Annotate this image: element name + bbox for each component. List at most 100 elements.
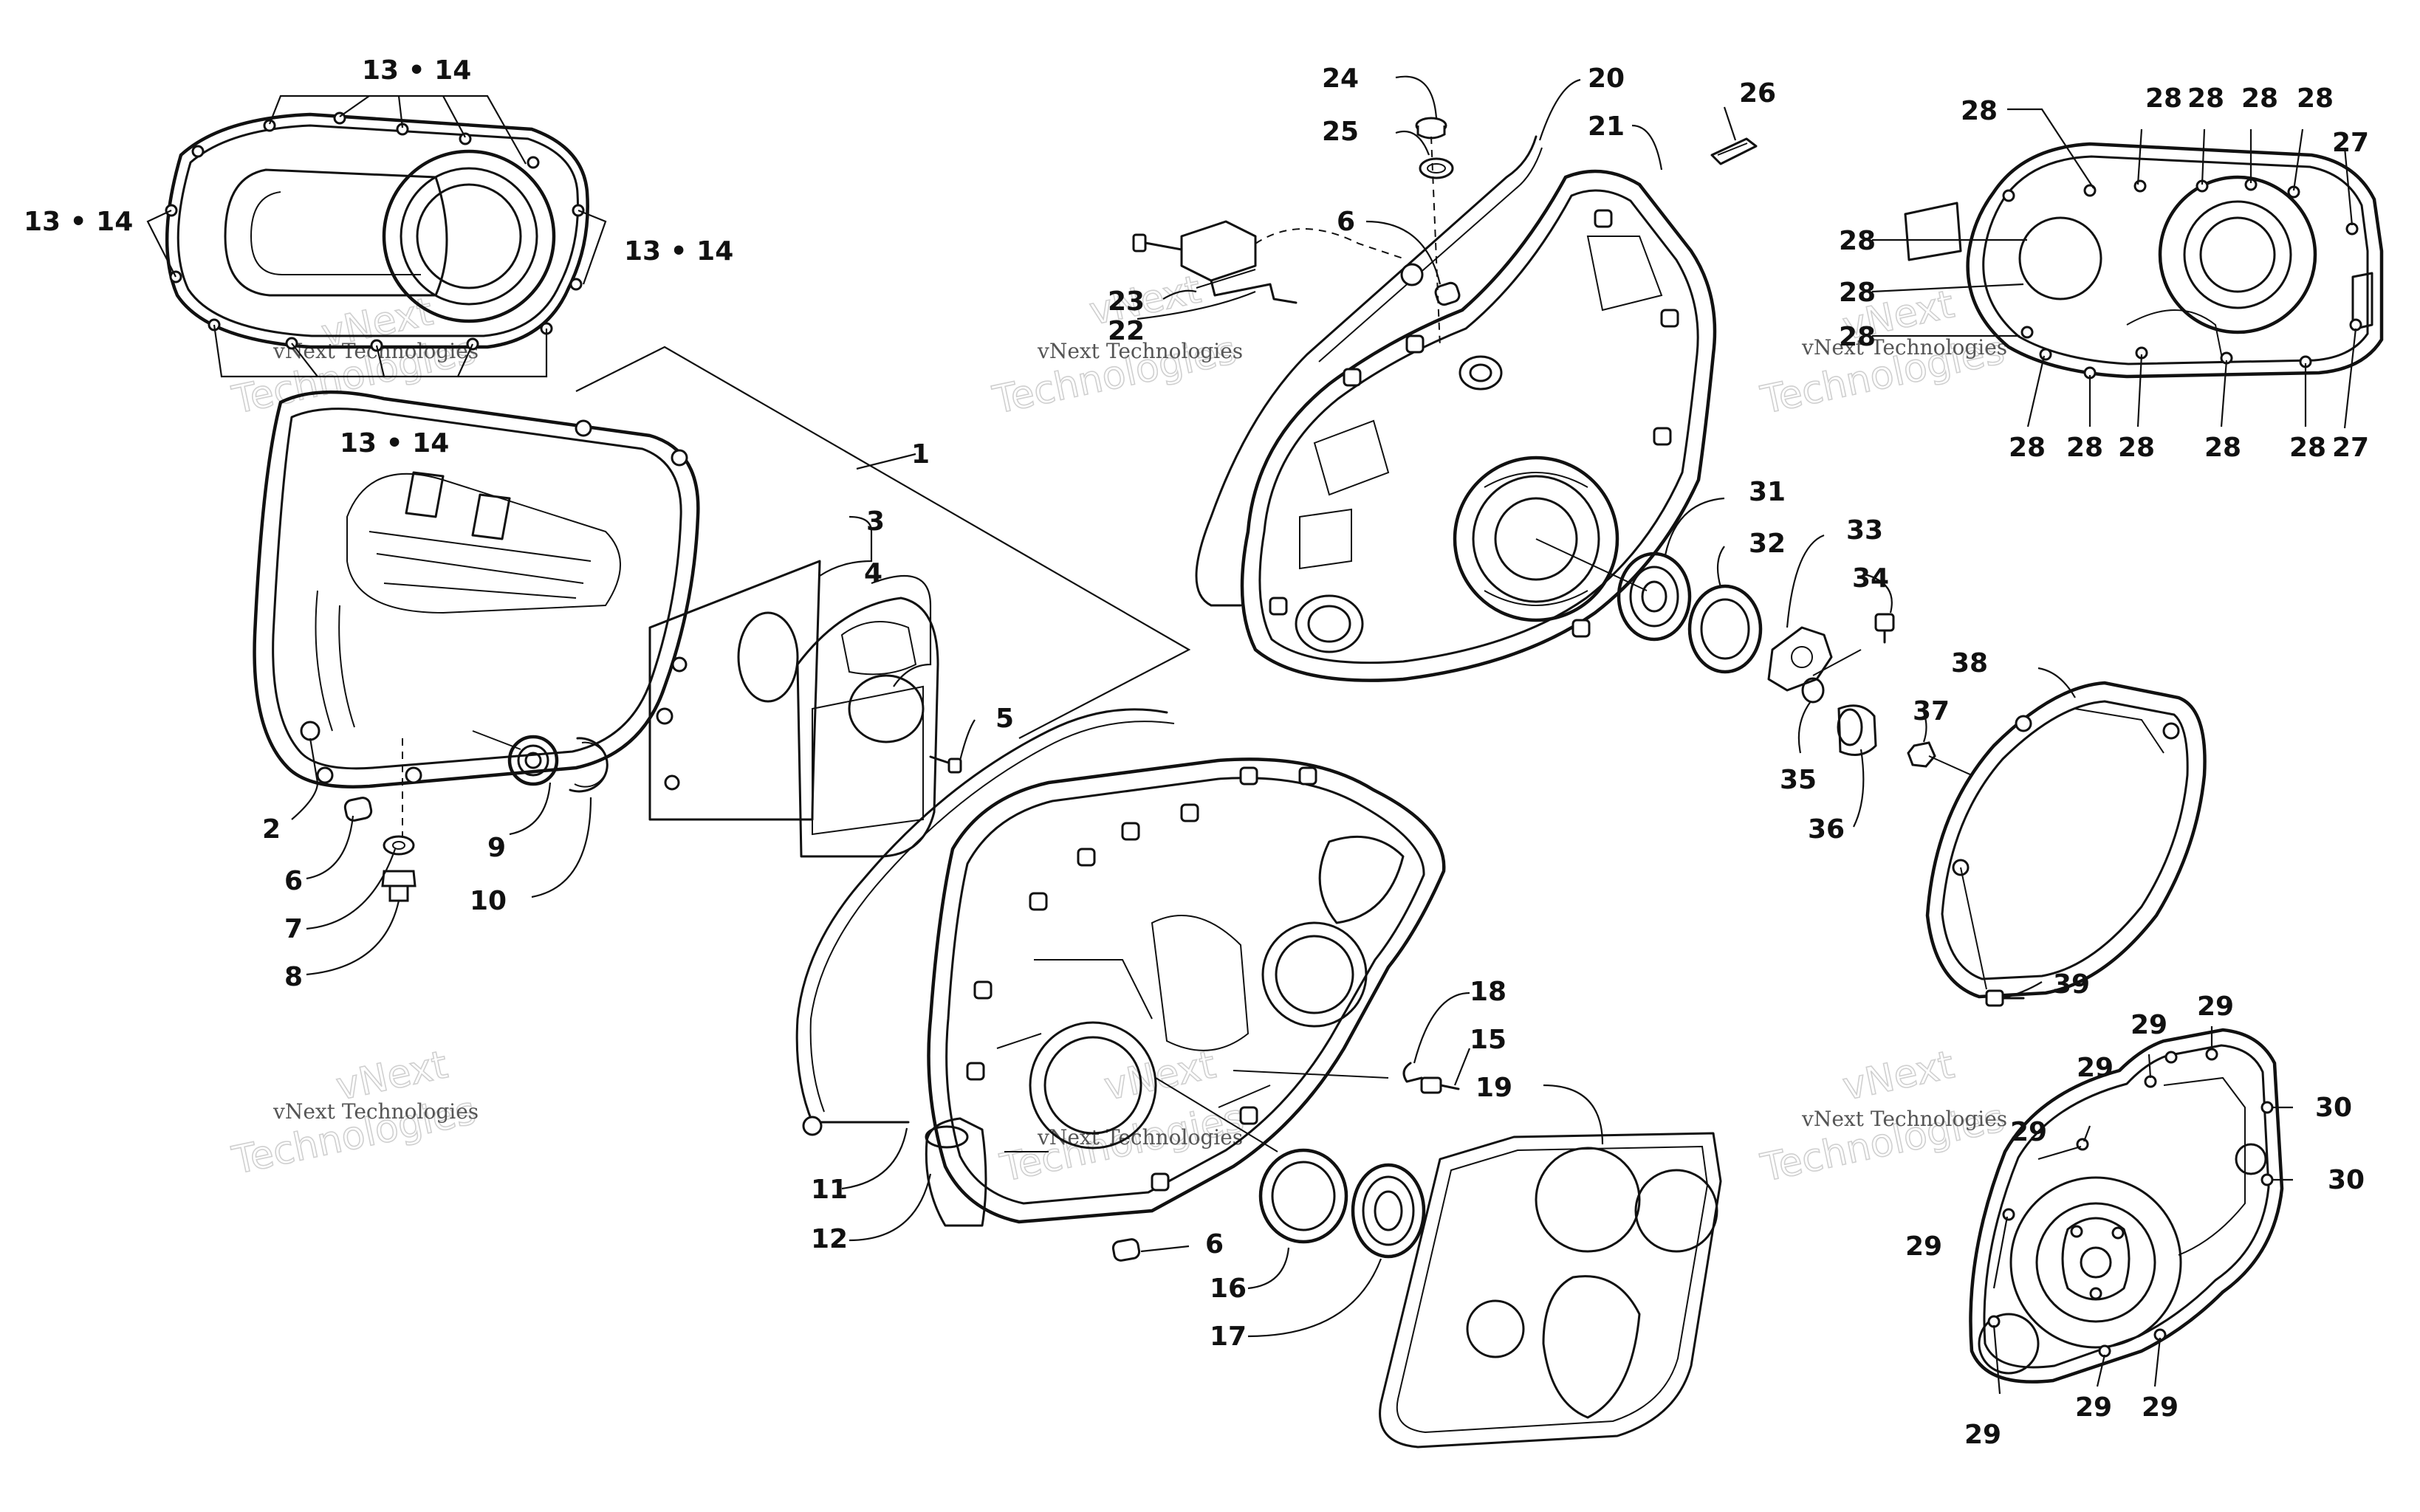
- watermark-top-right: vNext Technologies vNext Technologies: [1756, 282, 2009, 424]
- callout-2: 2: [262, 814, 281, 845]
- callout-34: 34: [1852, 563, 1889, 594]
- callout-1: 1: [911, 439, 930, 470]
- callout-29: 29: [2142, 1392, 2179, 1423]
- callout-18: 18: [1470, 977, 1506, 1007]
- callout-36: 36: [1808, 814, 1845, 845]
- svg-text:vNext Technologies: vNext Technologies: [1037, 1125, 1243, 1150]
- callout-3: 3: [866, 506, 885, 537]
- svg-text:vNext Technologies: vNext Technologies: [1801, 1107, 2007, 1131]
- callout-17: 17: [1210, 1322, 1247, 1352]
- callout-19: 19: [1475, 1073, 1512, 1103]
- callout-25: 25: [1322, 117, 1359, 147]
- watermark-bottom-left: vNext Technologies vNext Technologies: [227, 1042, 480, 1184]
- cover-plate-part-3: [648, 560, 821, 821]
- callout-labels: 13 • 14 13 • 14 13 • 14 13 • 14 1 2 3 4 …: [24, 55, 2369, 1450]
- plug-part-8: [381, 870, 417, 902]
- callout-31: 31: [1749, 477, 1786, 507]
- clutch-cover-exploded: [253, 390, 700, 788]
- gasket-part-20: [1195, 135, 1543, 607]
- callout-28-leaders: [1871, 108, 2357, 429]
- stator-cover-inside: [1969, 1028, 2284, 1384]
- stator-cover-part-38: [1925, 681, 2207, 999]
- callout-12: 12: [811, 1224, 848, 1254]
- callout-29: 29: [2010, 1117, 2047, 1147]
- bearing-part-17: [1351, 1163, 1426, 1259]
- callout-30-bottom: 30: [2328, 1165, 2365, 1195]
- callout-29: 29: [2077, 1053, 2114, 1083]
- clip-part-18: [1402, 1062, 1423, 1083]
- callout-29: 29: [2197, 992, 2234, 1022]
- callout-leaders-right: [1664, 497, 2076, 1000]
- callout-13-14-right: 13 • 14: [624, 236, 733, 267]
- callout-38: 38: [1951, 648, 1988, 678]
- dowel-part-6-bottom: [1111, 1238, 1141, 1262]
- callout-11: 11: [811, 1175, 848, 1205]
- plate-part-4: [796, 597, 939, 858]
- callout-13-14-left: 13 • 14: [24, 207, 133, 237]
- callout-29-30-leaders: [1992, 1026, 2293, 1395]
- callout-28: 28: [2009, 433, 2046, 463]
- callout-22: 22: [1108, 316, 1145, 346]
- callout-29: 29: [2131, 1010, 2167, 1040]
- callout-leaders-center: [841, 75, 1737, 1338]
- dowel-part-6-top: [1434, 281, 1461, 306]
- clutch-cover-assembled: [165, 111, 589, 352]
- callout-28: 28: [2241, 83, 2278, 114]
- nut-part-37: [1907, 741, 1936, 768]
- washer-part-7: [383, 835, 415, 856]
- callout-28: 28: [1839, 278, 1876, 308]
- svg-text:vNext Technologies: vNext Technologies: [1801, 335, 2007, 360]
- callout-28: 28: [2289, 433, 2326, 463]
- callout-28: 28: [2145, 83, 2182, 114]
- plate-part-26: [1710, 137, 1758, 165]
- sensor-part-22: [1180, 220, 1404, 304]
- callout-21: 21: [1588, 111, 1625, 142]
- callout-13-14-bottom: 13 • 14: [340, 428, 449, 458]
- callout-6-left: 6: [284, 866, 303, 896]
- svg-text:vNext Technologies: vNext Technologies: [1037, 339, 1243, 363]
- gasket-part-19: [1379, 1132, 1722, 1449]
- small-leader-lines-left: [402, 730, 521, 838]
- callout-35: 35: [1780, 765, 1817, 795]
- plate-part-33: [1767, 626, 1833, 692]
- callout-33: 33: [1846, 515, 1883, 546]
- callout-26: 26: [1739, 78, 1776, 109]
- callout-28: 28: [1839, 226, 1876, 256]
- callout-6-top: 6: [1337, 207, 1355, 237]
- callout-30-top: 30: [2315, 1093, 2352, 1123]
- callout-4: 4: [864, 558, 882, 588]
- seal-part-16: [1258, 1148, 1348, 1244]
- screw-part-23: [1132, 233, 1183, 252]
- callout-32: 32: [1749, 529, 1786, 559]
- callout-10: 10: [470, 886, 507, 916]
- callout-28: 28: [2187, 83, 2224, 114]
- bearing-part-31: [1617, 551, 1692, 642]
- gasket-part-11: [795, 708, 1175, 1136]
- plug-part-24: [1415, 117, 1447, 140]
- screw-part-34: [1874, 613, 1895, 644]
- seal-part-32: [1687, 584, 1763, 674]
- callout-27-bottom: 27: [2332, 433, 2369, 463]
- callout-16: 16: [1210, 1274, 1247, 1304]
- callout-20: 20: [1588, 63, 1625, 94]
- bracket-line-part-1: [575, 346, 1191, 739]
- callout-28: 28: [2204, 433, 2241, 463]
- snap-ring-part-10: [569, 737, 609, 793]
- screw-part-5: [929, 755, 962, 774]
- callout-24: 24: [1322, 63, 1359, 94]
- callout-28: 28: [2118, 433, 2155, 463]
- callout-13-14-top: 13 • 14: [362, 55, 471, 86]
- upper-center-leaders: [1430, 136, 1441, 348]
- svg-text:vNext: vNext: [1100, 1042, 1219, 1109]
- crankcase-upper: [1240, 169, 1717, 682]
- inner-clutch-housing: [1904, 142, 2384, 379]
- callout-leaders-left: [291, 515, 976, 976]
- right-center-leaders: [1535, 538, 1987, 990]
- callout-23: 23: [1108, 286, 1145, 317]
- svg-text:vNext: vNext: [1086, 267, 1204, 334]
- spacer-part-36: [1837, 704, 1877, 756]
- svg-text:vNext: vNext: [1839, 1042, 1958, 1109]
- screw-part-15: [1420, 1076, 1460, 1094]
- callout-5: 5: [995, 704, 1014, 734]
